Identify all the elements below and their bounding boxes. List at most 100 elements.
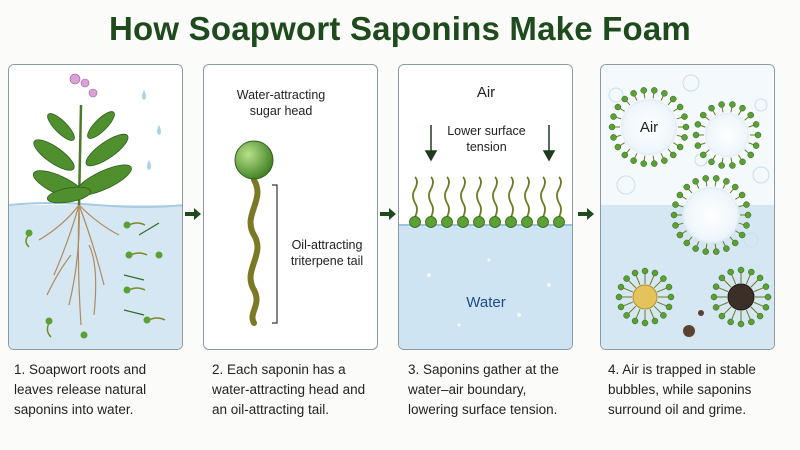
saponin-head bbox=[713, 175, 720, 182]
saponin-head bbox=[682, 123, 690, 131]
head-label: Water-attracting sugar head bbox=[236, 88, 326, 118]
saponin-head bbox=[621, 95, 629, 103]
saponin-head bbox=[661, 157, 668, 164]
panel-bubbles: Air bbox=[600, 64, 775, 350]
saponin-head bbox=[723, 245, 730, 252]
saponin-head bbox=[660, 312, 667, 319]
saponin-head bbox=[737, 266, 745, 274]
saponin-head bbox=[747, 151, 754, 159]
saponin-head bbox=[630, 90, 637, 97]
saponin-tail bbox=[476, 176, 482, 218]
caption-text: Saponins gather at the water–air boundar… bbox=[408, 362, 559, 417]
arrow-right-icon bbox=[578, 207, 594, 226]
saponin-head bbox=[747, 111, 754, 119]
saponin-head bbox=[489, 216, 501, 228]
saponin-head bbox=[631, 317, 639, 325]
saponin-head bbox=[660, 275, 667, 282]
tail-label: Oil-attracting triterpene tail bbox=[290, 238, 364, 268]
saponin-head bbox=[743, 222, 750, 229]
saponin-head bbox=[617, 283, 625, 291]
saponin-head bbox=[441, 216, 453, 228]
saponin-head bbox=[614, 143, 622, 151]
saponin-head bbox=[702, 175, 709, 182]
saponin-head bbox=[712, 304, 720, 311]
caption-4: 4. Air is trapped in stable bubbles, whi… bbox=[608, 360, 788, 420]
caption-number: 1. bbox=[14, 362, 26, 377]
saponin-head bbox=[676, 103, 684, 111]
saponin-head bbox=[681, 134, 688, 141]
saponin-head bbox=[676, 143, 684, 151]
saponin-head bbox=[708, 158, 715, 166]
saponin-head bbox=[676, 231, 684, 239]
caption-text: Soapwort roots and leaves release natura… bbox=[14, 362, 147, 417]
saponin-head bbox=[737, 320, 745, 328]
caption-2: 2. Each saponin has a water-attracting h… bbox=[212, 360, 382, 420]
saponin-head bbox=[473, 216, 485, 228]
saponin-head bbox=[610, 134, 617, 141]
saponin-head bbox=[615, 293, 623, 301]
panel-molecule: Water-attracting sugar head Oil-attracti… bbox=[203, 64, 378, 350]
saponin-head bbox=[683, 239, 691, 247]
saponin-head bbox=[651, 160, 658, 167]
saponin-molecule-diagram bbox=[234, 140, 278, 326]
saponin-head bbox=[700, 111, 707, 119]
saponin-head bbox=[617, 303, 625, 311]
tension-label: Lower surface tension bbox=[447, 124, 526, 154]
saponin-head bbox=[710, 293, 718, 301]
saponin-head bbox=[623, 312, 630, 319]
saponin-head bbox=[537, 216, 549, 228]
saponin-head bbox=[738, 231, 746, 239]
saponin-head bbox=[672, 201, 679, 208]
saponin-head bbox=[692, 178, 699, 185]
saponin-head bbox=[672, 222, 679, 229]
saponin-head bbox=[752, 121, 760, 128]
saponin-head bbox=[718, 312, 726, 320]
saponin-molecules bbox=[25, 221, 166, 339]
arrow-right-icon bbox=[380, 207, 396, 226]
saponin-head bbox=[667, 293, 675, 301]
saponin-head bbox=[729, 101, 736, 108]
saponin-head bbox=[641, 267, 649, 275]
saponin-head bbox=[764, 293, 772, 301]
saponin-tail bbox=[444, 176, 450, 218]
saponin-head bbox=[756, 312, 764, 320]
saponin-tail bbox=[540, 176, 546, 218]
saponin-head bbox=[630, 157, 637, 164]
saponin-head bbox=[762, 304, 770, 311]
bubbles-diagram bbox=[601, 65, 774, 349]
saponin-head bbox=[748, 318, 755, 326]
saponin-head bbox=[623, 275, 630, 282]
saponin-head bbox=[743, 201, 750, 208]
saponin-tail bbox=[460, 176, 466, 218]
bubble-air-label: Air bbox=[639, 119, 659, 136]
saponin-head bbox=[731, 239, 739, 247]
saponin-head bbox=[754, 131, 762, 139]
saponin-head bbox=[425, 216, 437, 228]
saponin-head bbox=[614, 103, 622, 111]
saponin-head bbox=[521, 216, 533, 228]
saponin-head bbox=[718, 101, 725, 108]
saponin-head bbox=[457, 216, 469, 228]
saponin-head bbox=[651, 317, 659, 325]
page-title: How Soapwort Saponins Make Foam bbox=[109, 10, 691, 47]
saponin-head bbox=[718, 162, 725, 169]
saponin-head bbox=[621, 151, 629, 159]
saponin-tail bbox=[508, 176, 514, 218]
saponin-head bbox=[553, 216, 565, 228]
saponin-head bbox=[731, 183, 739, 191]
saponin-head bbox=[738, 191, 746, 199]
saponin-head bbox=[727, 268, 734, 276]
saponin-head bbox=[692, 131, 700, 139]
saponin-head bbox=[762, 283, 770, 290]
panel-surface: Air Lower surface tension Water bbox=[398, 64, 573, 350]
water-label: Water bbox=[466, 294, 506, 311]
saponin-head bbox=[712, 283, 720, 290]
saponin-head bbox=[702, 248, 709, 255]
saponin-head bbox=[727, 318, 734, 326]
caption-number: 4. bbox=[608, 362, 620, 377]
saponin-head bbox=[640, 87, 647, 94]
surface-diagram bbox=[399, 65, 572, 349]
saponin-head bbox=[713, 248, 720, 255]
saponin-head bbox=[718, 274, 726, 282]
saponin-head bbox=[661, 90, 668, 97]
